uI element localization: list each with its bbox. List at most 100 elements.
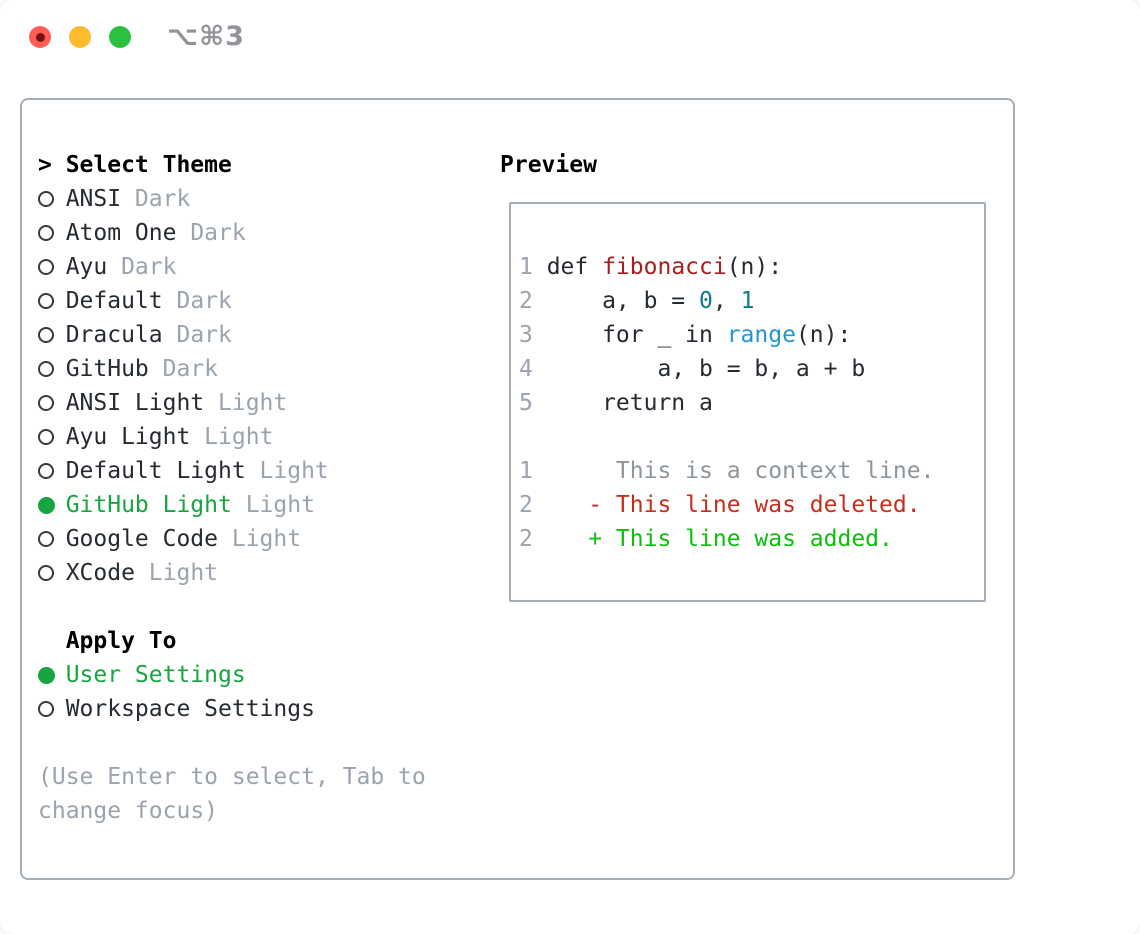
- line-number: 5: [519, 390, 533, 416]
- titlebar: ⌥⌘3: [29, 21, 245, 52]
- code-line: 2 - This line was deleted.: [519, 488, 984, 522]
- code-line: 5 return a: [519, 386, 984, 420]
- theme-list-item[interactable]: Google Code Light: [38, 522, 426, 556]
- code-segment: for _ in: [546, 322, 727, 348]
- line-number: 2: [519, 492, 533, 518]
- code-segment: a, b =: [546, 288, 700, 314]
- theme-list-item[interactable]: Ayu Light Light: [38, 420, 426, 454]
- code-line: 2 + This line was added.: [519, 522, 984, 556]
- theme-item-label: Ayu Light: [65, 424, 191, 450]
- theme-item-label: ANSI Light: [65, 390, 205, 416]
- theme-item-variant: Light: [218, 390, 288, 416]
- line-number: 3: [519, 322, 533, 348]
- code-segment: 1: [740, 288, 755, 314]
- line-number: 2: [519, 288, 533, 314]
- radio-icon: [38, 225, 54, 241]
- theme-item-label: ANSI: [65, 186, 122, 212]
- code-segment: a, b = b, a + b: [546, 356, 866, 382]
- code-line: 3 for _ in range(n):: [519, 318, 984, 352]
- theme-item-variant: Light: [204, 424, 274, 450]
- radio-selected-icon: [38, 496, 55, 514]
- theme-item-variant: Light: [148, 560, 219, 586]
- theme-list-item[interactable]: ANSI Dark: [38, 182, 426, 216]
- radio-icon: [38, 531, 54, 547]
- code-segment: range: [726, 322, 796, 348]
- theme-list-item[interactable]: ANSI Light Light: [38, 386, 426, 420]
- radio-icon: [38, 293, 54, 309]
- theme-list-item[interactable]: GitHub Light Light: [38, 488, 426, 522]
- radio-icon: [38, 565, 54, 581]
- hint-text-line-1: (Use Enter to select, Tab to: [38, 764, 426, 790]
- apply-option-label: User Settings: [65, 662, 246, 688]
- apply-to-option[interactable]: Workspace Settings: [38, 692, 426, 726]
- radio-icon: [38, 259, 54, 275]
- theme-list-item[interactable]: Dracula Dark: [38, 318, 426, 352]
- apply-to-title: Apply To: [65, 628, 177, 654]
- select-theme-title: Select Theme: [65, 152, 232, 178]
- code-line: 4 a, b = b, a + b: [519, 352, 984, 386]
- radio-icon: [38, 327, 54, 343]
- code-segment: return a: [546, 390, 713, 416]
- theme-item-label: Google Code: [65, 526, 219, 552]
- code-line: 2 a, b = 0, 1: [519, 284, 984, 318]
- theme-item-label: Ayu: [65, 254, 108, 280]
- minimize-button[interactable]: [69, 26, 91, 48]
- radio-icon: [38, 395, 54, 411]
- theme-item-variant: Dark: [134, 186, 191, 212]
- close-button-inner-dot: [35, 32, 45, 42]
- code-segment: def: [546, 254, 603, 280]
- theme-item-label: Default: [65, 288, 163, 314]
- preview-title: Preview: [500, 152, 597, 178]
- theme-list-item[interactable]: XCode Light: [38, 556, 426, 590]
- theme-item-label: Dracula: [65, 322, 163, 348]
- radio-icon: [38, 463, 54, 479]
- radio-icon: [38, 701, 54, 717]
- theme-list-item[interactable]: Ayu Dark: [38, 250, 426, 284]
- line-number: 2: [519, 526, 533, 552]
- window-hotkey-label: ⌥⌘3: [167, 21, 245, 52]
- code-segment: (n):: [795, 322, 852, 348]
- theme-item-label: Atom One: [65, 220, 177, 246]
- theme-item-variant: Light: [245, 492, 315, 518]
- theme-item-variant: Dark: [190, 220, 246, 246]
- zoom-button[interactable]: [109, 26, 131, 48]
- theme-item-variant: Light: [231, 526, 302, 552]
- code-segment: This is a context line.: [546, 458, 935, 484]
- theme-item-label: Default Light: [65, 458, 246, 484]
- code-segment: fibonacci: [602, 254, 727, 280]
- apply-to-option[interactable]: User Settings: [38, 658, 426, 692]
- code-line: 1 This is a context line.: [519, 454, 984, 488]
- theme-item-variant: Dark: [176, 288, 232, 314]
- theme-list-item[interactable]: Default Dark: [38, 284, 426, 318]
- theme-item-variant: Dark: [121, 254, 177, 280]
- code-line: [519, 420, 984, 454]
- code-segment: ,: [712, 288, 741, 314]
- close-button[interactable]: [29, 26, 51, 48]
- code-segment: - This line was deleted.: [546, 492, 921, 518]
- select-theme-header: > Select Theme: [38, 148, 426, 182]
- theme-list-item[interactable]: Atom One Dark: [38, 216, 426, 250]
- spacer: [38, 590, 426, 624]
- line-number: 1: [519, 458, 533, 484]
- spacer: [38, 726, 426, 760]
- code-segment: + This line was added.: [546, 526, 893, 552]
- radio-selected-icon: [38, 666, 55, 684]
- hint-text-line-2: change focus): [38, 798, 219, 824]
- radio-icon: [38, 429, 54, 445]
- apply-to-header: Apply To: [38, 624, 426, 658]
- line-number: 4: [519, 356, 533, 382]
- theme-item-variant: Dark: [176, 322, 232, 348]
- theme-item-label: XCode: [65, 560, 135, 586]
- theme-item-label: GitHub Light: [65, 492, 232, 518]
- theme-item-variant: Dark: [162, 356, 219, 382]
